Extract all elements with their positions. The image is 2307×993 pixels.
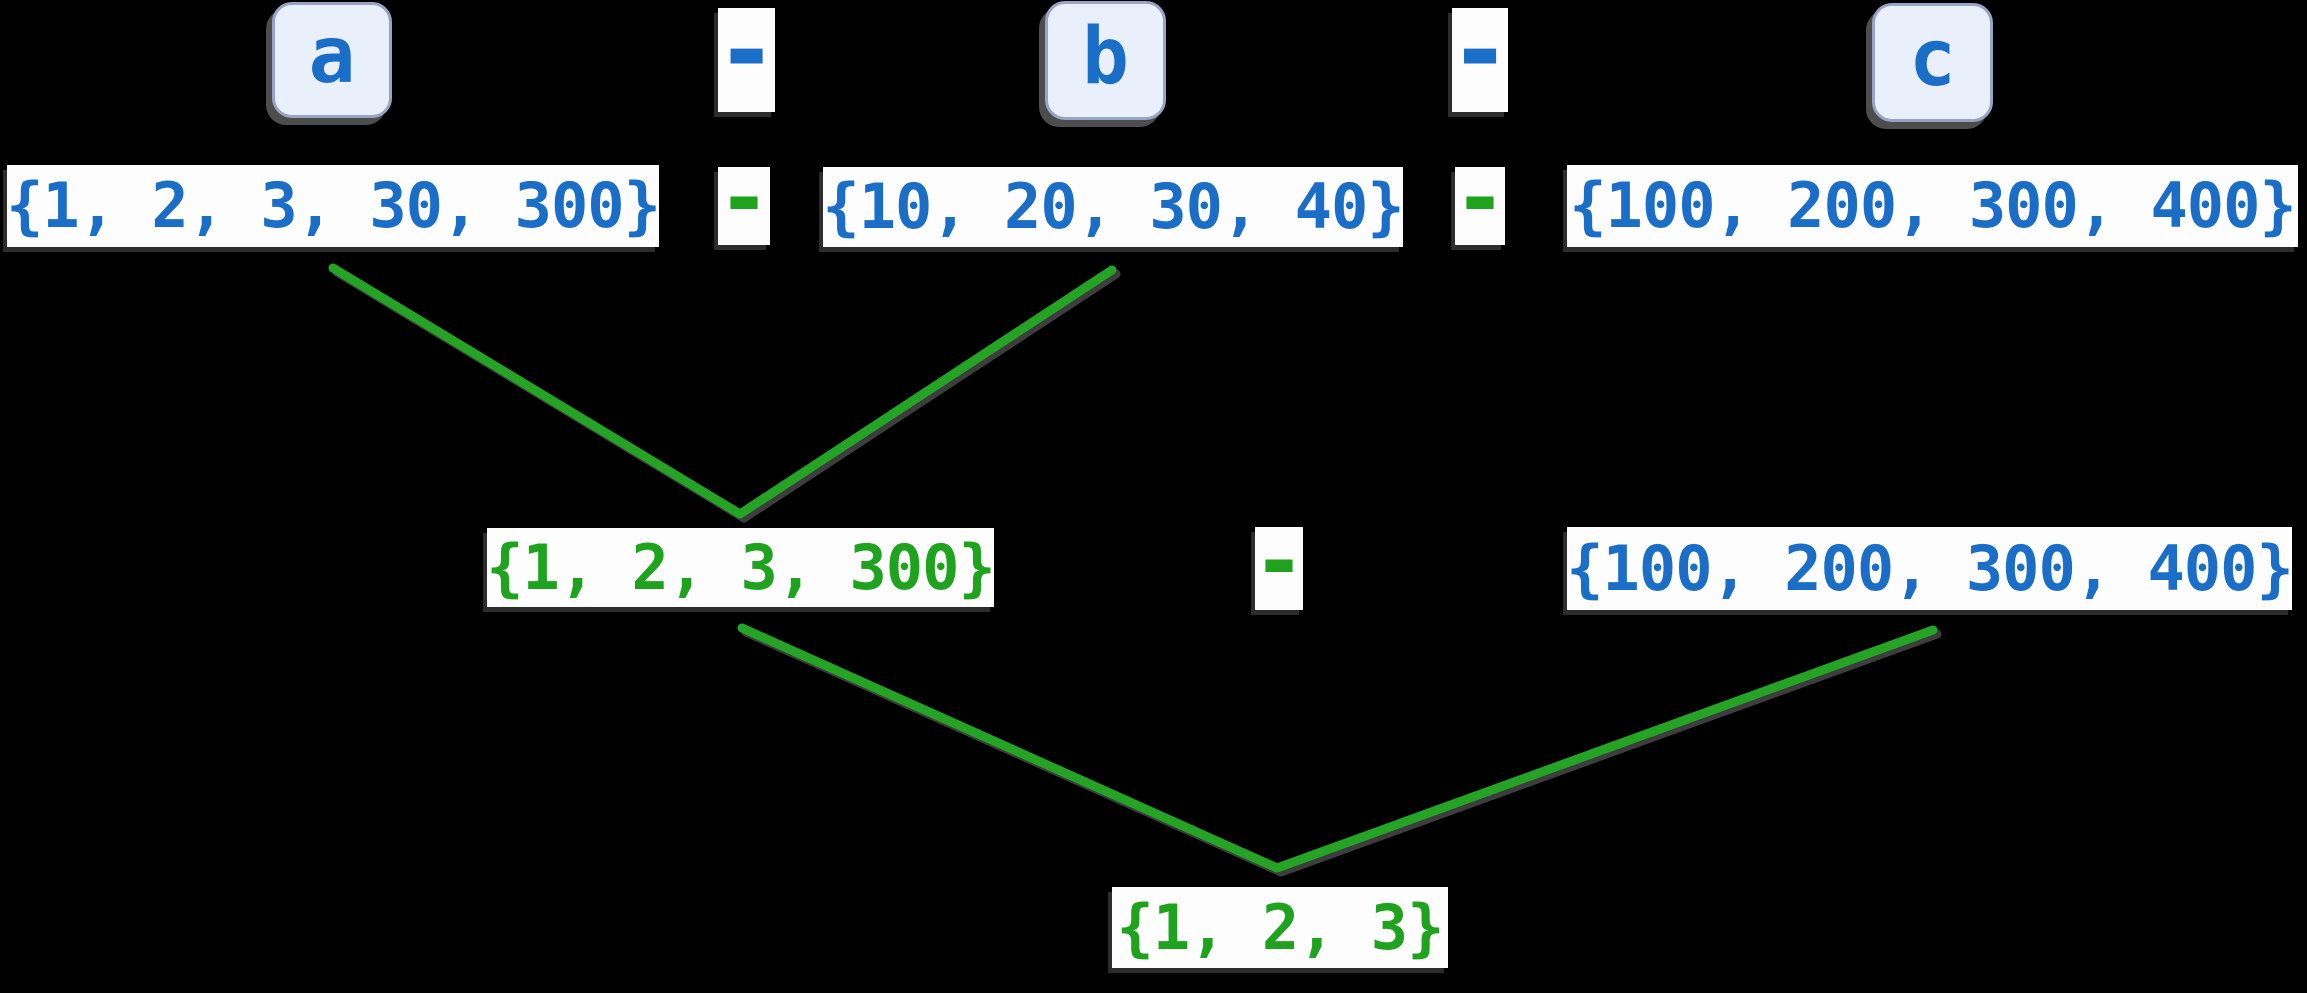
operator-box-row2-minus1: - bbox=[718, 154, 771, 245]
set-c-row3-value: {100, 200, 300, 400} bbox=[1566, 531, 2294, 605]
variable-box-a: a bbox=[272, 2, 392, 118]
edge-result1-c-to-final bbox=[737, 623, 1938, 873]
operator-box-row2-minus2: - bbox=[1454, 154, 1507, 245]
minus-operator-5: - bbox=[1252, 508, 1306, 612]
set-c-value-box: {100, 200, 300, 400} bbox=[1567, 165, 2298, 247]
set-a-value: {1, 2, 3, 30, 300} bbox=[6, 169, 661, 242]
minus-operator-3: - bbox=[717, 146, 771, 249]
final-result-box: {1, 2, 3} bbox=[1112, 887, 1448, 968]
operator-box-row3-minus: - bbox=[1253, 516, 1306, 610]
operator-box-row1-minus2: - bbox=[1449, 0, 1511, 112]
edge-result1-c-to-final-shadow bbox=[741, 627, 1942, 877]
variable-label-b: b bbox=[1082, 11, 1129, 102]
set-c-value: {100, 200, 300, 400} bbox=[1569, 169, 2297, 242]
edge-a-b-to-result1 bbox=[328, 263, 1117, 519]
set-b-value: {10, 20, 30, 40} bbox=[822, 170, 1404, 243]
variable-label-c: c bbox=[1909, 13, 1956, 104]
final-result-value: {1, 2, 3} bbox=[1116, 890, 1445, 964]
variable-box-b: b bbox=[1045, 1, 1166, 120]
edge-ab-to-result1-shadow bbox=[332, 267, 1121, 523]
result-ab-box: {1, 2, 3, 300} bbox=[486, 528, 996, 607]
set-a-value-box: {1, 2, 3, 30, 300} bbox=[6, 165, 661, 247]
result-ab-value: {1, 2, 3, 300} bbox=[486, 530, 996, 604]
minus-operator-4: - bbox=[1453, 146, 1507, 249]
variable-label-a: a bbox=[308, 11, 356, 101]
variable-box-c: c bbox=[1872, 3, 1993, 122]
minus-operator-2: - bbox=[1448, 0, 1512, 111]
set-b-value-box: {10, 20, 30, 40} bbox=[822, 167, 1405, 247]
set-c-row3-box: {100, 200, 300, 400} bbox=[1566, 527, 2294, 610]
operator-box-row1-minus1: - bbox=[715, 0, 778, 112]
minus-operator-1: - bbox=[715, 0, 778, 111]
